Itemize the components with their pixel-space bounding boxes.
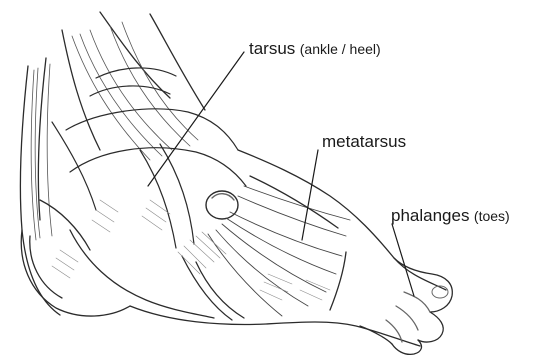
phalanges-note: (toes): [474, 208, 510, 224]
label-metatarsus: metatarsus: [322, 133, 406, 151]
tarsus-note: (ankle / heel): [300, 41, 381, 57]
ankle-bone: [206, 191, 238, 219]
toes: [360, 258, 452, 354]
label-phalanges: phalanges (toes): [391, 207, 510, 225]
label-tarsus: tarsus (ankle / heel): [249, 40, 381, 58]
leg-outline: [20, 12, 205, 315]
metatarsus-term: metatarsus: [322, 132, 406, 151]
sole-outline: [130, 256, 420, 346]
tarsus-term: tarsus: [249, 39, 295, 58]
shading: [52, 200, 330, 300]
tarsus-leader: [148, 52, 244, 186]
leader-lines: [148, 52, 414, 296]
metatarsal-tendons: [208, 186, 350, 316]
phalanges-term: phalanges: [391, 206, 469, 225]
